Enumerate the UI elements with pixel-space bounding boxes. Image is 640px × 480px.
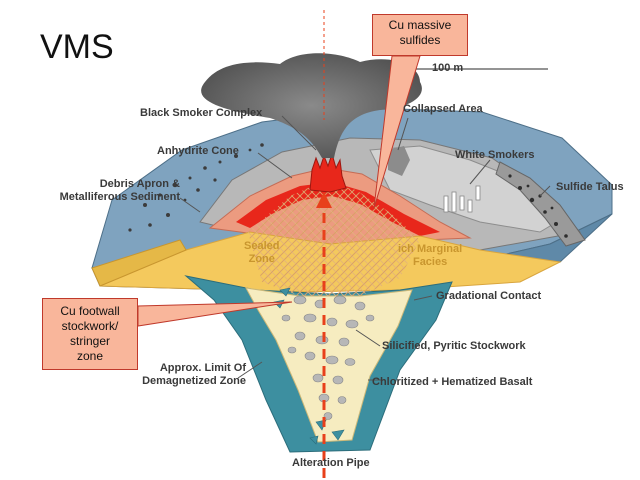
white-smokers-chimneys [443,185,481,213]
debris-apron-texture [128,143,264,232]
black-smoker-plume [201,53,422,159]
callout-left-pointer [137,301,293,327]
diagram-title: VMS [40,28,114,66]
cu-massive-sulfides-callout: Cu massive sulfides [372,14,468,56]
talus-texture [508,174,568,238]
label-chloritized-basalt: Chloritized + Hematized Basalt [372,376,533,388]
label-alteration-pipe: Alteration Pipe [292,457,370,469]
label-silicified-stockwork: Silicified, Pyritic Stockwork [382,340,526,352]
sulfide-talus [495,161,586,247]
yellow-zone-front [91,239,187,287]
collapsed-area [369,145,561,233]
leader-lines [179,115,551,381]
label-black-smoker-complex: Black Smoker Complex [140,107,263,119]
label-approx-limit: Approx. Limit Of Demagnetized Zone [142,362,246,387]
label-debris-apron: Debris Apron & Metalliferous Sediment [59,178,180,203]
massive-sulfide-band [236,182,440,236]
label-sealed-zone: Sealed Zone [244,240,280,265]
label-marginal-facies: ich Marginal Facies [398,243,463,268]
callout-top-pointer [373,55,421,209]
label-gradational-contact: Gradational Contact [436,290,542,302]
fluid-flow-arrowhead [316,192,332,208]
label-sulfide-talus: Sulfide Talus [556,181,624,193]
label-white-smokers: White Smokers [455,149,535,161]
label-anhydrite-cone: Anhydrite Cone [157,145,239,157]
scale-label: 100 m [432,62,464,74]
collapsed-pit [388,146,410,176]
stockwork-fragments [281,295,375,420]
label-collapsed-area: Collapsed Area [403,103,483,115]
stockwork-hatch [248,182,420,296]
cu-footwall-stockwork-callout: Cu footwall stockwork/ stringer zone [42,298,138,370]
